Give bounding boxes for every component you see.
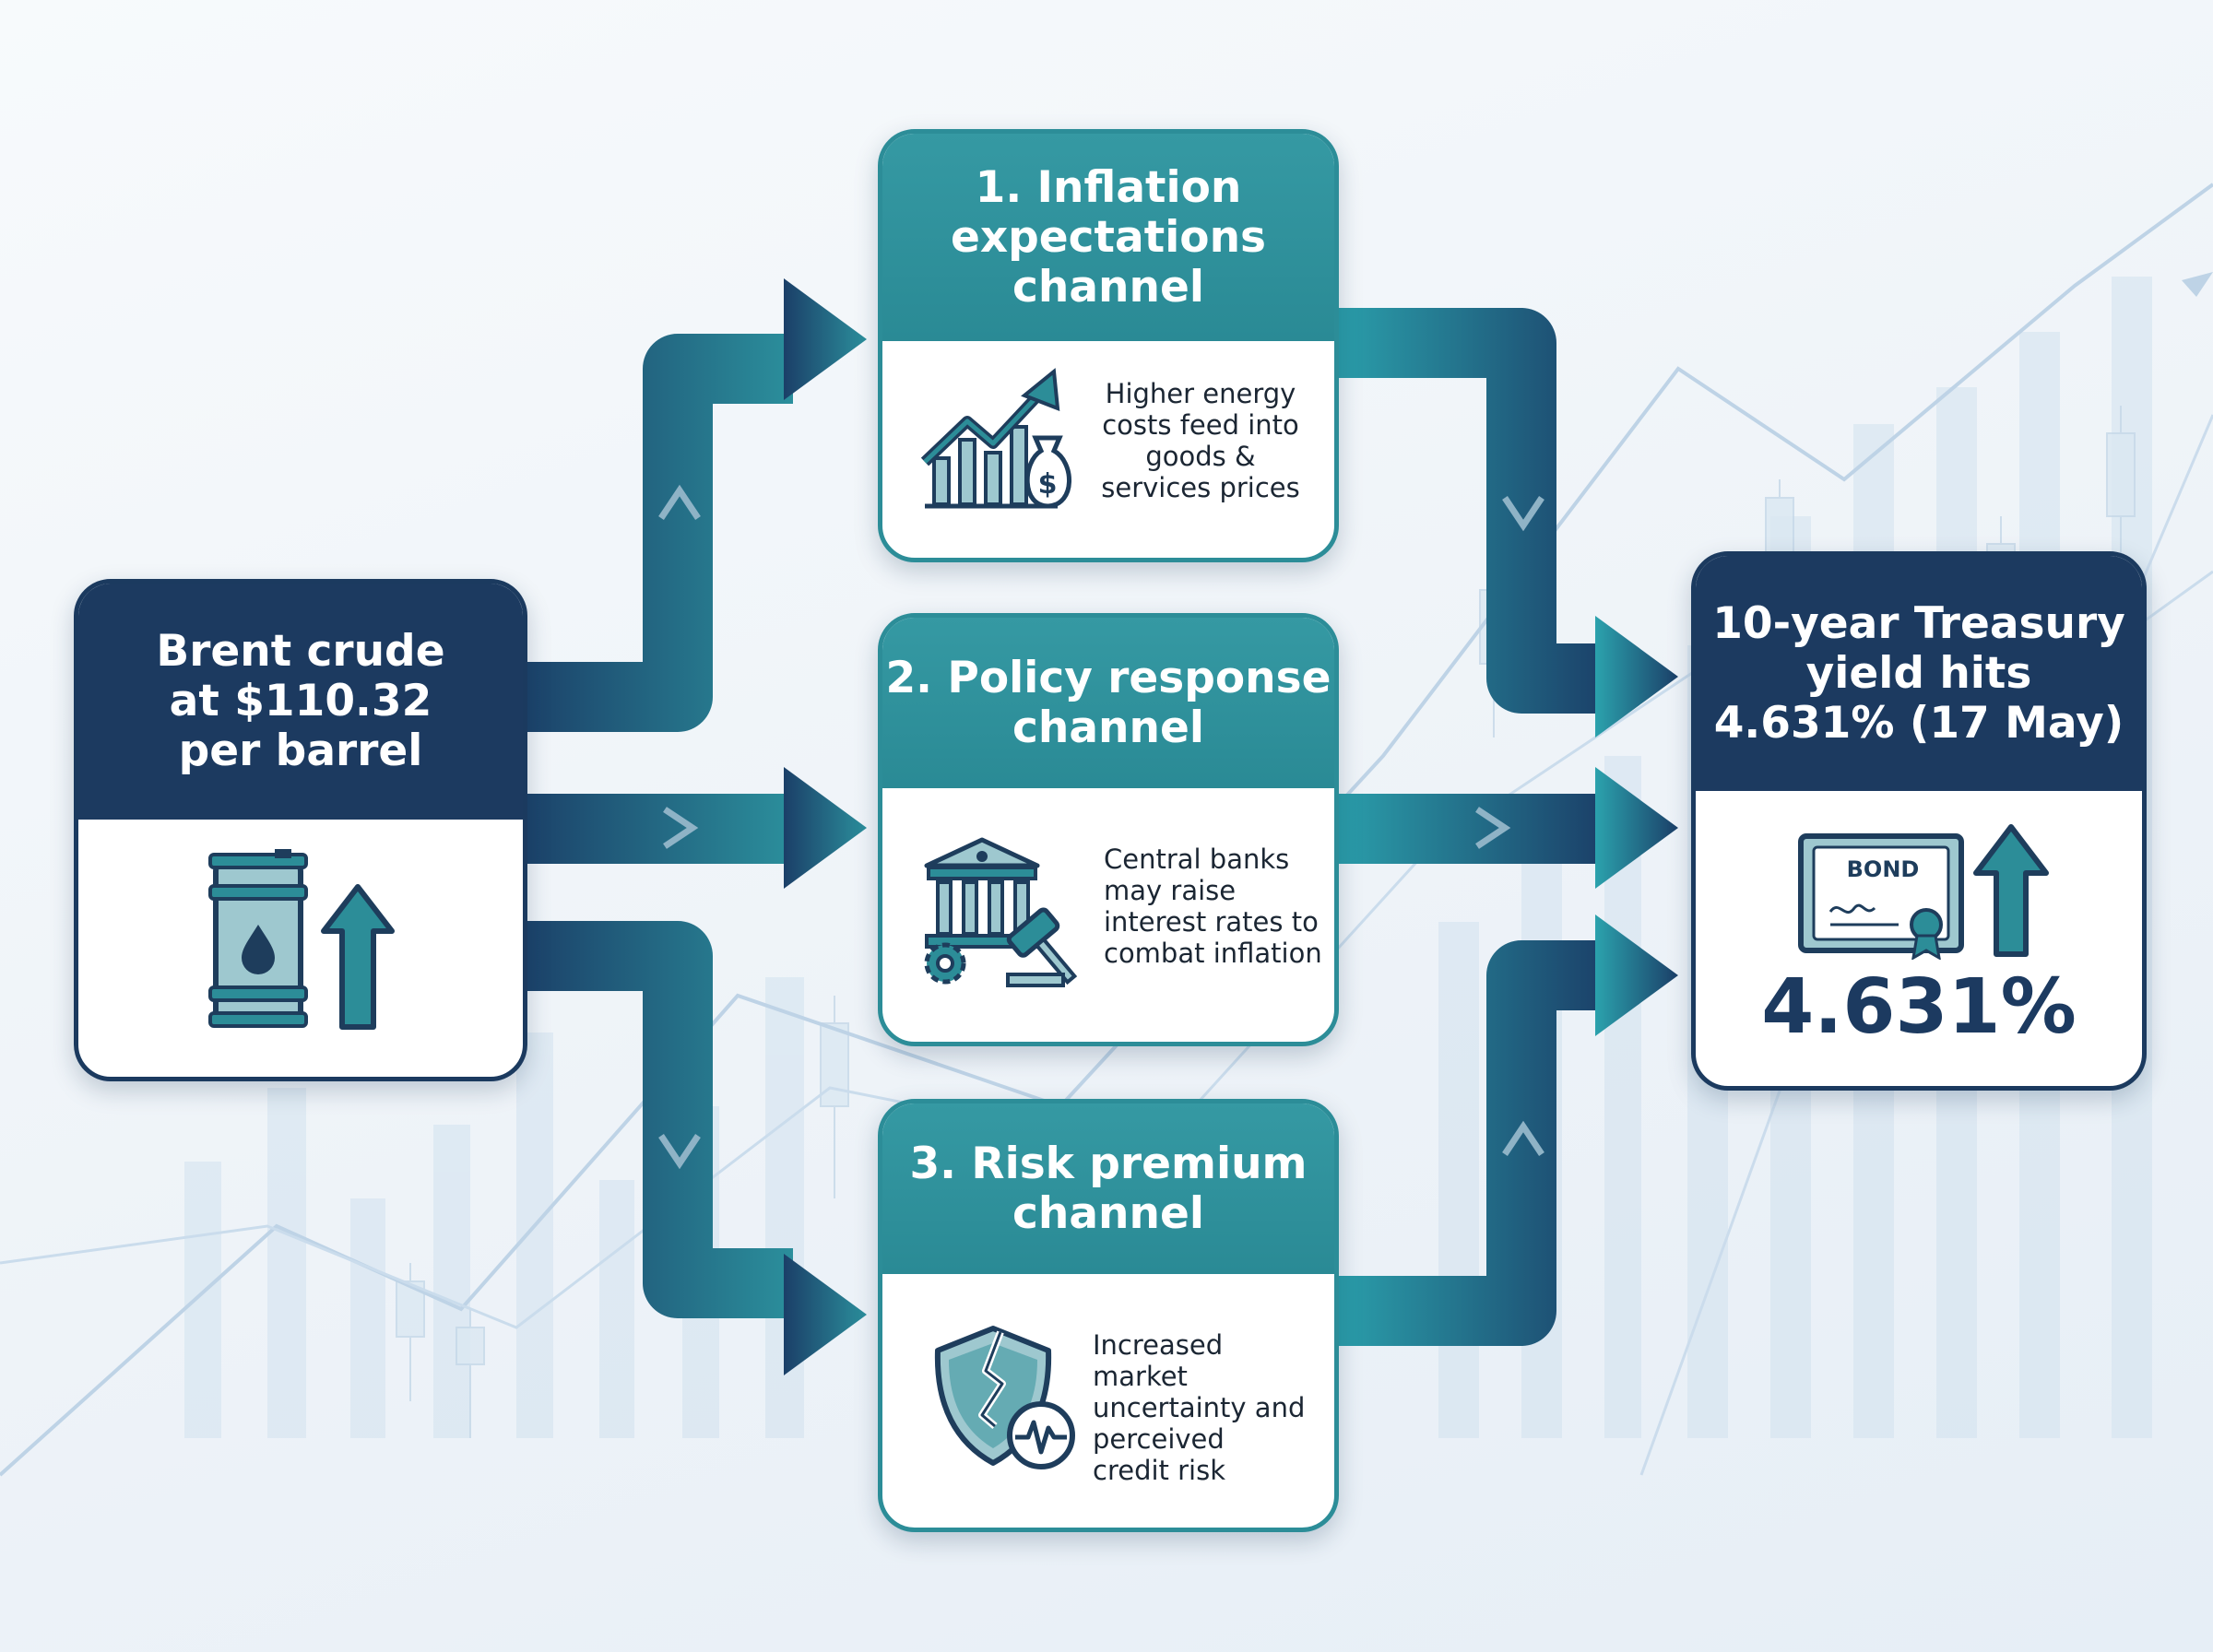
flow-arrow-policy-to-result <box>1328 767 1678 889</box>
risk-channel-description: Increased market uncertainty and perceiv… <box>1093 1329 1306 1486</box>
inflation-channel-header: 1. Inflation expectations channel <box>882 134 1334 341</box>
chevron-up-icon <box>658 484 701 520</box>
source-header: Brent crude at $110.32 per barrel <box>78 584 523 820</box>
oil-barrel-icon <box>208 849 308 1028</box>
up-arrow-icon <box>321 884 395 1030</box>
flow-arrow-source-to-policy <box>516 767 867 889</box>
inflation-channel-box: 1. Inflation expectations channel $ High… <box>878 129 1339 562</box>
chevron-right-icon <box>1475 807 1511 849</box>
cracked-shield-pulse-icon <box>934 1326 1075 1469</box>
flow-arrow-source-to-inflation <box>516 278 867 732</box>
risk-channel-title: 3. Risk premium channel <box>909 1138 1308 1239</box>
yield-value: 4.631% <box>1761 963 2077 1051</box>
risk-channel-box: 3. Risk premium channel Increased market… <box>878 1099 1339 1532</box>
up-arrow-icon <box>1973 824 2049 957</box>
flow-arrow-risk-to-result <box>1328 914 1678 1346</box>
chevron-up-icon <box>1502 1120 1544 1156</box>
result-title: 10-year Treasury yield hits 4.631% (17 M… <box>1712 597 2125 749</box>
chevron-down-icon <box>658 1134 701 1170</box>
rising-chart-money-bag-icon: $ <box>920 368 1071 509</box>
policy-channel-title: 2. Policy response channel <box>885 652 1331 753</box>
bond-certificate-icon <box>1798 833 1964 960</box>
background-trend-arrowhead <box>2182 272 2213 297</box>
inflation-channel-title: 1. Inflation expectations channel <box>950 161 1267 313</box>
flow-arrow-inflation-to-result <box>1328 308 1678 738</box>
policy-channel-box: 2. Policy response channel Central banks… <box>878 613 1339 1046</box>
inflation-channel-description: Higher energy costs feed into goods & se… <box>1101 378 1300 503</box>
svg-text:$: $ <box>1038 468 1058 501</box>
flow-arrow-source-to-risk <box>516 921 867 1375</box>
policy-channel-description: Central banks may raise interest rates t… <box>1104 844 1322 969</box>
source-title: Brent crude at $110.32 per barrel <box>156 626 445 776</box>
result-header: 10-year Treasury yield hits 4.631% (17 M… <box>1696 556 2142 791</box>
policy-channel-header: 2. Policy response channel <box>882 618 1334 788</box>
result-box: 10-year Treasury yield hits 4.631% (17 M… <box>1691 551 2147 1091</box>
source-box: Brent crude at $110.32 per barrel <box>74 579 527 1081</box>
bond-label: BOND <box>1846 856 1920 882</box>
central-bank-gavel-icon <box>924 837 1078 987</box>
chevron-right-icon <box>663 807 699 849</box>
chevron-down-icon <box>1502 496 1544 532</box>
risk-channel-header: 3. Risk premium channel <box>882 1103 1334 1274</box>
